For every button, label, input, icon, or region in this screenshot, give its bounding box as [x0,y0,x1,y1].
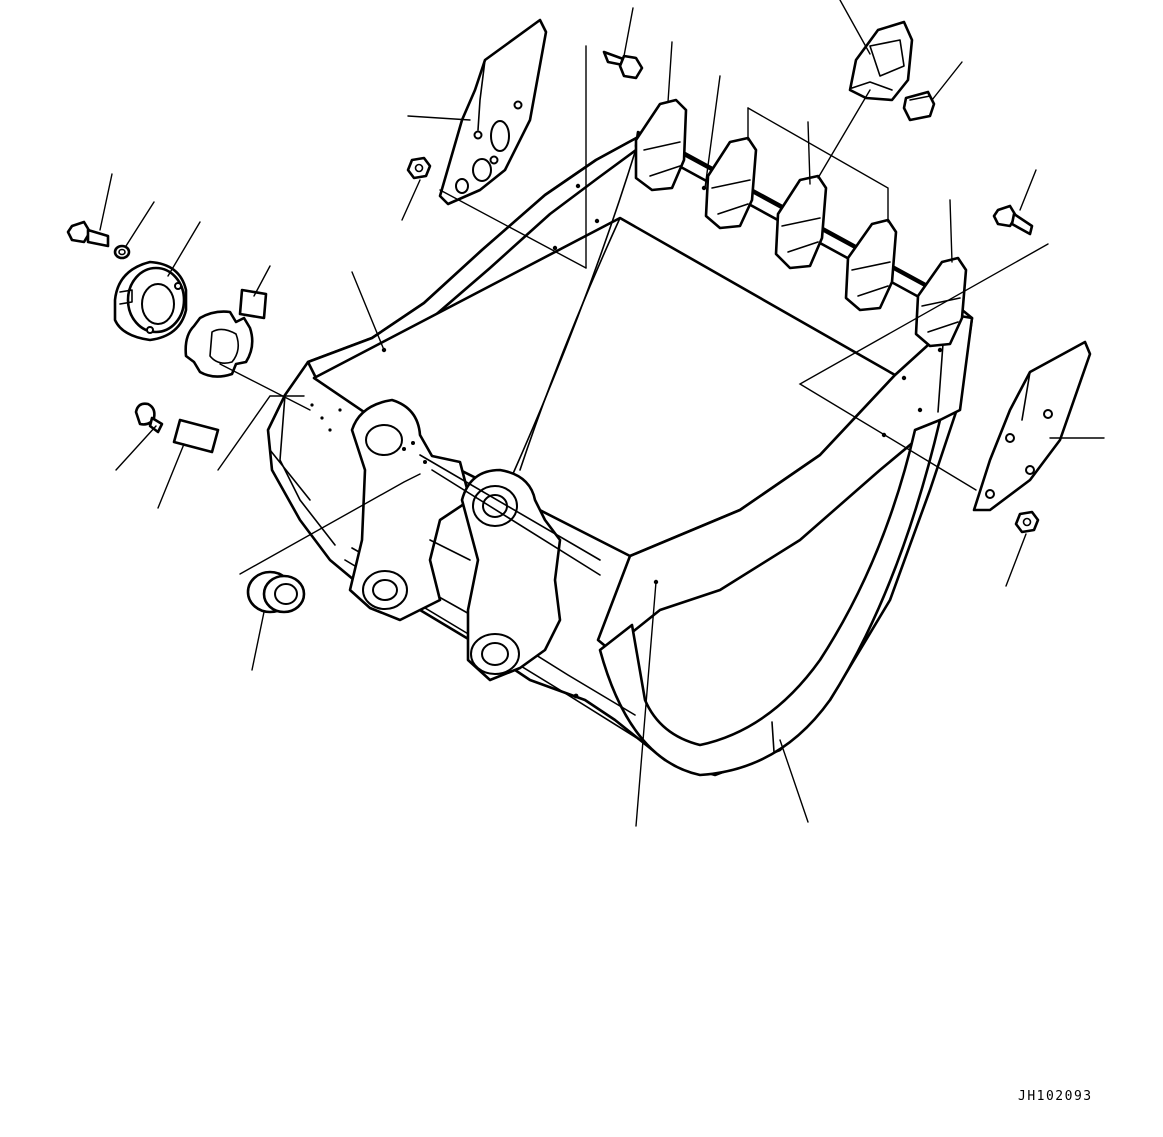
bucket-tooth [774,174,828,270]
shim [184,288,268,378]
side-cutter [438,18,548,206]
leader-lines [99,0,1105,827]
bucket-body [266,130,974,777]
side-cutter [972,340,1092,512]
side-cutter-nut [406,156,432,180]
side-cutter-bolt [992,204,1034,236]
bucket-tooth [704,136,758,230]
bucket-tooth [844,218,898,312]
plug [134,402,164,434]
tooth-adapter-pin [902,90,936,122]
side-cutter-bolt [602,50,644,80]
side-cutter-nut [1014,510,1040,534]
bucket-teeth [634,98,968,348]
boss [113,260,188,342]
bucket-tooth [634,98,688,192]
tooth-exploded [848,20,914,102]
washer [113,244,131,260]
drawing-code: JH102093 [1018,1089,1093,1104]
bucket-tooth [914,256,968,348]
bushing [246,570,306,614]
boss-bolt [66,220,110,248]
plate [172,418,220,454]
